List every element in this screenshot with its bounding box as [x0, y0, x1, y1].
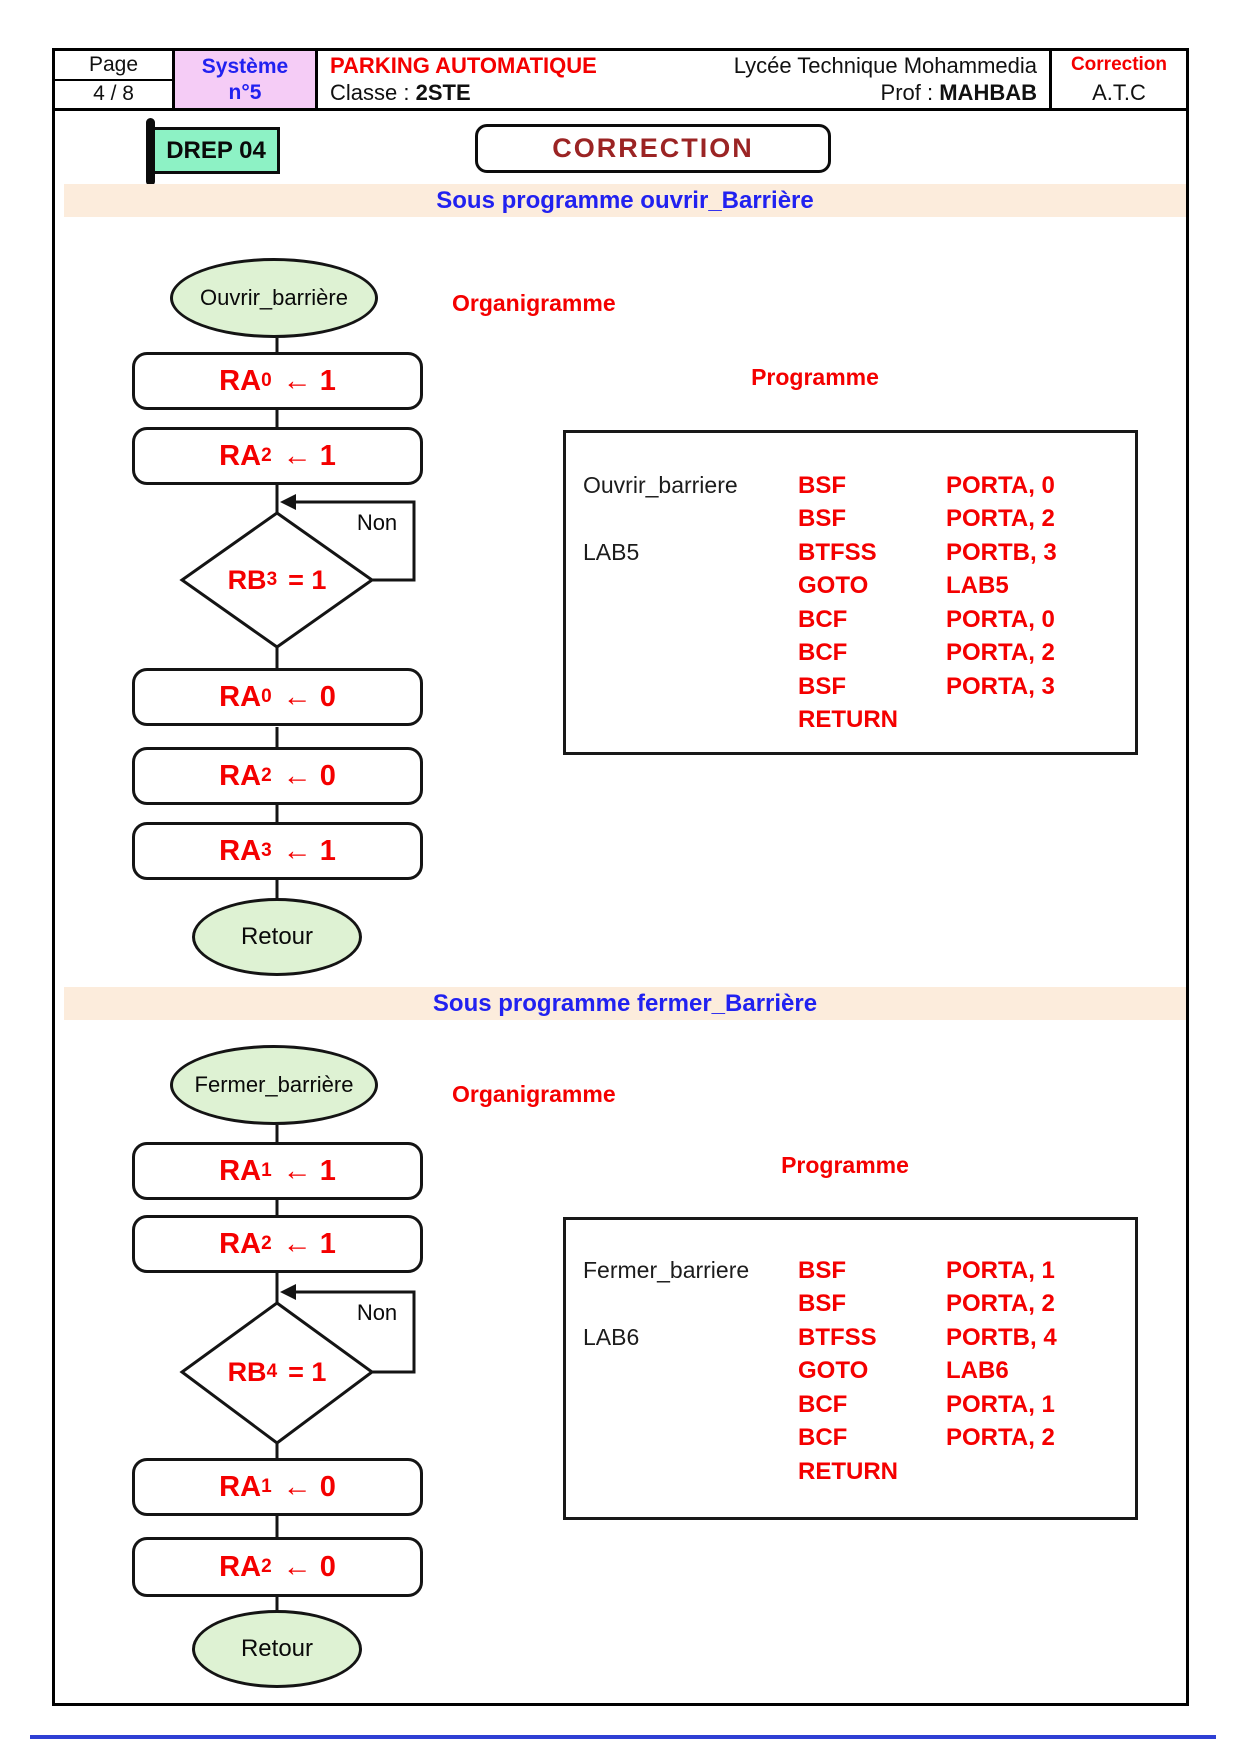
correction-title: CORRECTION: [475, 124, 831, 173]
section-bar-fermer: Sous programme fermer_Barrière: [64, 987, 1186, 1020]
class-line: Classe : 2STE: [330, 79, 471, 105]
school-name: Lycée Technique Mohammedia: [733, 53, 1037, 79]
code-row: RETURN: [798, 1457, 898, 1485]
programme-label-1: Programme: [751, 364, 879, 390]
section-bar-ouvrir: Sous programme ouvrir_Barrière: [64, 184, 1186, 217]
page-number: 4 / 8: [93, 82, 134, 106]
unit-label: A.T.C: [1092, 79, 1146, 105]
flow2-non-label: Non: [356, 1300, 398, 1325]
loop-arrowhead-1: [280, 494, 296, 510]
drep-badge: DREP 04: [152, 127, 280, 174]
organigramme-label-1: Organigramme: [452, 290, 616, 316]
header-page-cell: Page 4 / 8: [55, 51, 175, 108]
programme-label-2: Programme: [781, 1152, 909, 1178]
doc-title: PARKING AUTOMATIQUE: [330, 53, 597, 79]
organigramme-label-2: Organigramme: [452, 1081, 616, 1107]
header-table: Page 4 / 8 Système n°5 PARKING AUTOMATIQ…: [52, 48, 1189, 111]
correction-label: Correction: [1070, 53, 1168, 75]
header-correction-cell: Correction A.T.C: [1049, 51, 1186, 108]
loop-arrowhead-2: [280, 1284, 296, 1300]
flow1-non-label: Non: [356, 510, 398, 535]
page-label: Page: [55, 51, 172, 81]
bottom-rule: [30, 1735, 1216, 1739]
header-main-cell: PARKING AUTOMATIQUE Lycée Technique Moha…: [318, 51, 1049, 108]
flow1-end-terminator: Retour: [192, 898, 362, 976]
flow2-start-terminator: Fermer_barrière: [170, 1045, 378, 1125]
flow1-start-terminator: Ouvrir_barrière: [170, 258, 378, 338]
prof-line: Prof : MAHBAB: [880, 79, 1037, 105]
flow2-end-terminator: Retour: [192, 1610, 362, 1688]
badge-pole: [146, 118, 155, 186]
header-system-cell: Système n°5: [175, 51, 318, 108]
code-row: RETURN: [798, 706, 898, 734]
non-loop-2: [294, 1290, 416, 1374]
non-loop-1: [294, 500, 416, 582]
system-label: Système: [201, 54, 289, 78]
system-number: n°5: [228, 80, 262, 104]
